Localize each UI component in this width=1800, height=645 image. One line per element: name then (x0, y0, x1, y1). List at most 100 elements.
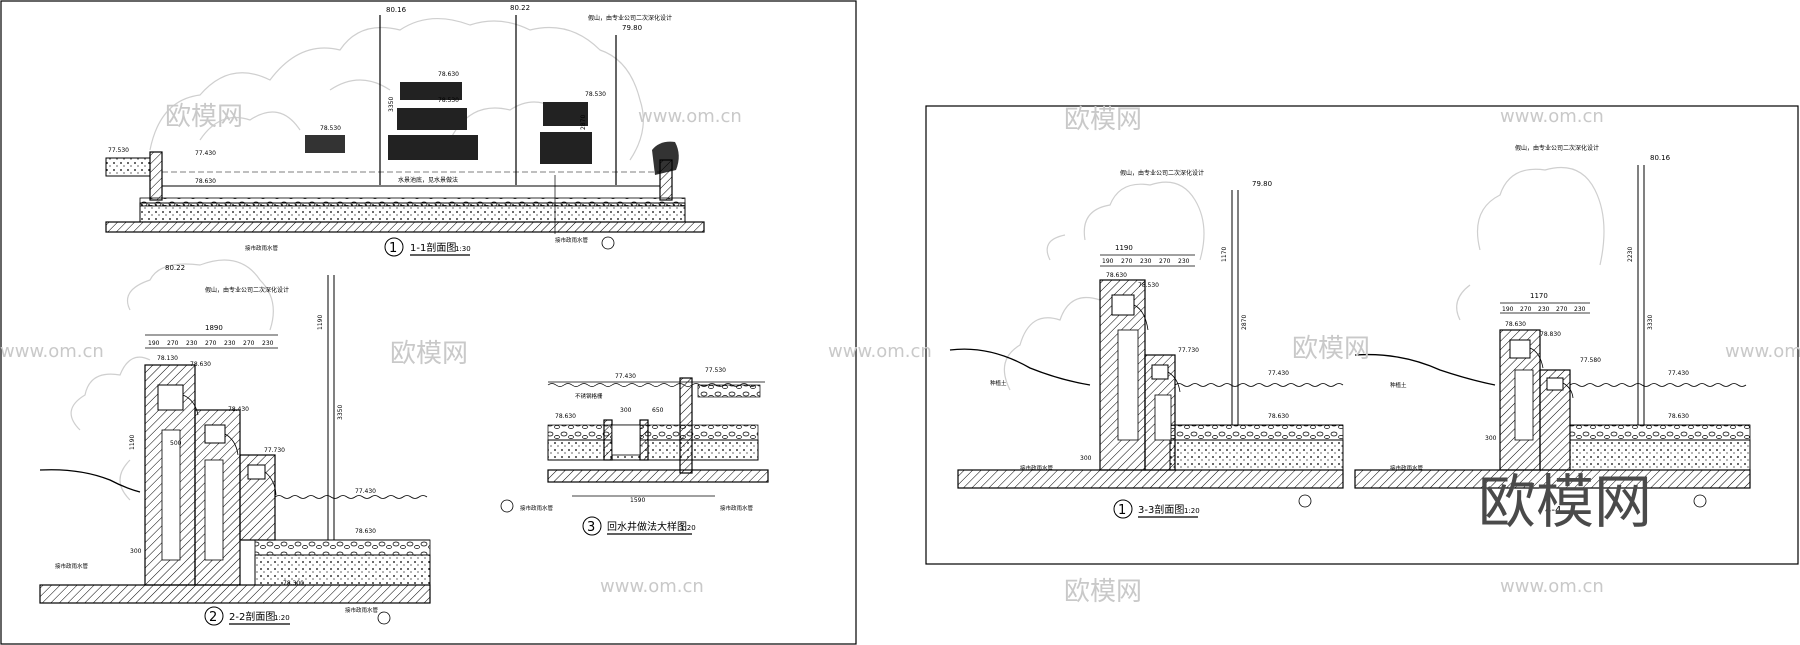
note-soil-3: 种植土 (990, 379, 1007, 387)
dim-chain-value: 230 (1574, 306, 1586, 313)
elev-label-7843: 78.430 (228, 406, 249, 413)
elev-label-7853-a: 78.530 (438, 97, 459, 104)
watermark-url-7: www.om.cn (1500, 576, 1604, 597)
elev-label-8016-b: 80.16 (1650, 154, 1671, 162)
note-rock-4: 假山，由专业公司二次深化设计 (1515, 144, 1599, 152)
dim-chain-value: 270 (205, 340, 217, 347)
section-33-scale: 1:20 (1184, 507, 1200, 515)
dim-2870-3: 2870 (1241, 315, 1248, 330)
wall-right-1 (659, 159, 673, 201)
section-2-number: 2 (209, 610, 217, 625)
dim-chain-value: 230 (1178, 258, 1190, 265)
watermark-cn-5: 欧模网 (1064, 577, 1142, 607)
watermark-url-5: www.om.cn (1500, 106, 1604, 127)
dim-chain-value: 270 (1556, 306, 1568, 313)
pillar-4a (1514, 369, 1534, 441)
elev-label-7853-d: 78.530 (1138, 282, 1159, 289)
watermark-cn-4: 欧模网 (1292, 334, 1370, 364)
dim-1170-3: 1170 (1221, 247, 1228, 262)
elev-label-7883: 78.830 (1540, 331, 1561, 338)
dim-650-3: 650 (652, 407, 664, 414)
note-rock-2: 假山，由专业公司二次深化设计 (205, 286, 289, 294)
stone-layer-3 (1169, 424, 1344, 441)
section-3-number: 3 (587, 520, 595, 535)
watermark-cn-1: 欧模网 (165, 102, 243, 132)
elev-label-7758: 77.580 (1580, 357, 1601, 364)
elev-label-7980-b: 79.80 (1252, 180, 1272, 188)
elev-label-8016: 80.16 (386, 6, 407, 14)
detail-gravel (547, 439, 759, 461)
detail-pit-wall-r (639, 419, 649, 461)
rock-block-2 (397, 108, 467, 130)
water-surface-3 (1174, 383, 1344, 387)
dim-chain-value: 190 (1102, 258, 1114, 265)
elev-label-8022-a: 80.22 (510, 4, 530, 12)
note-rock-1: 假山，由专业公司二次深化设计 (588, 14, 672, 22)
soil-line-3 (949, 348, 1091, 386)
dim-chain-value: 270 (1121, 258, 1133, 265)
detail-slab (547, 469, 769, 483)
elev-label-7863-a: 78.630 (195, 178, 216, 185)
elev-label-7863-g: 78.630 (1268, 413, 1289, 420)
stone-layer-1 (139, 197, 686, 207)
note-drain-7: 接市政雨水管 (1020, 464, 1054, 472)
dim-1190-2: 1190 (317, 315, 324, 330)
elev-label-7753-b: 77.530 (705, 367, 726, 374)
dim-300-2: 300 (130, 548, 142, 555)
dim-300-4: 300 (1485, 435, 1497, 442)
gravel-2 (254, 554, 431, 586)
dim-1590-3: 1590 (630, 497, 645, 504)
dim-500-2: 500 (170, 440, 182, 447)
cascade-basin-4b (1546, 377, 1564, 391)
rock-block-6 (305, 135, 345, 153)
rockery-outline-3 (1003, 181, 1205, 391)
detail-grate (697, 384, 761, 398)
section-3-title: 回水井做法大样图 (607, 520, 687, 533)
dim-3350-2: 3350 (337, 405, 344, 420)
section-3-detail: 77.430 77.530 78.630 不锈钢格栅 300 650 1590 … (500, 367, 769, 536)
elev-label-7743-c: 77.430 (615, 373, 636, 380)
note-drain-2: 接市政雨水管 (555, 236, 589, 244)
pillar-2b (204, 459, 224, 561)
elev-label-7743-d: 77.430 (1268, 370, 1289, 377)
dim-300-3: 300 (620, 407, 632, 414)
cascade-basin-3 (247, 464, 266, 480)
dim-chain-value: 270 (1520, 306, 1532, 313)
elev-label-7743-b: 77.430 (355, 488, 376, 495)
cascade-basin-3b (1151, 364, 1169, 380)
dim-1170-4: 1170 (1530, 292, 1548, 300)
elev-label-7863-i: 78.630 (1668, 413, 1689, 420)
cascade-basin-2 (204, 424, 226, 444)
soil-line-4 (1354, 353, 1496, 386)
detail-pit-wall-l (603, 419, 613, 461)
dim-1890: 1890 (205, 324, 223, 332)
edge-left-1 (105, 157, 151, 177)
base-slab-1 (105, 221, 705, 233)
section-33-number-circle (1113, 499, 1133, 519)
cascade-basin-1 (157, 384, 184, 411)
pillar-3b (1154, 394, 1172, 441)
rock-block-5 (540, 132, 592, 164)
cascade-basin-4a (1509, 339, 1531, 359)
water-surface-2 (274, 495, 428, 499)
elev-label-7830-a: 78.300 (283, 580, 304, 587)
note-drain-4: 接市政雨水管 (345, 606, 379, 614)
pillar-3a (1117, 329, 1139, 441)
elev-label-7743-e: 77.430 (1668, 370, 1689, 377)
note-valve: 不锈钢格栅 (575, 392, 603, 400)
dim-1190-2b: 1190 (129, 435, 136, 450)
elev-label-7863-c: 78.630 (190, 361, 211, 368)
elev-label-7753: 77.530 (108, 147, 129, 154)
pillar-2a (161, 429, 181, 561)
note-drain-5: 接市政雨水管 (520, 504, 554, 512)
gravel-3 (1169, 439, 1344, 471)
elev-label-7863-b: 78.630 (438, 71, 459, 78)
watermark-url-1: www.om.cn (638, 106, 742, 127)
